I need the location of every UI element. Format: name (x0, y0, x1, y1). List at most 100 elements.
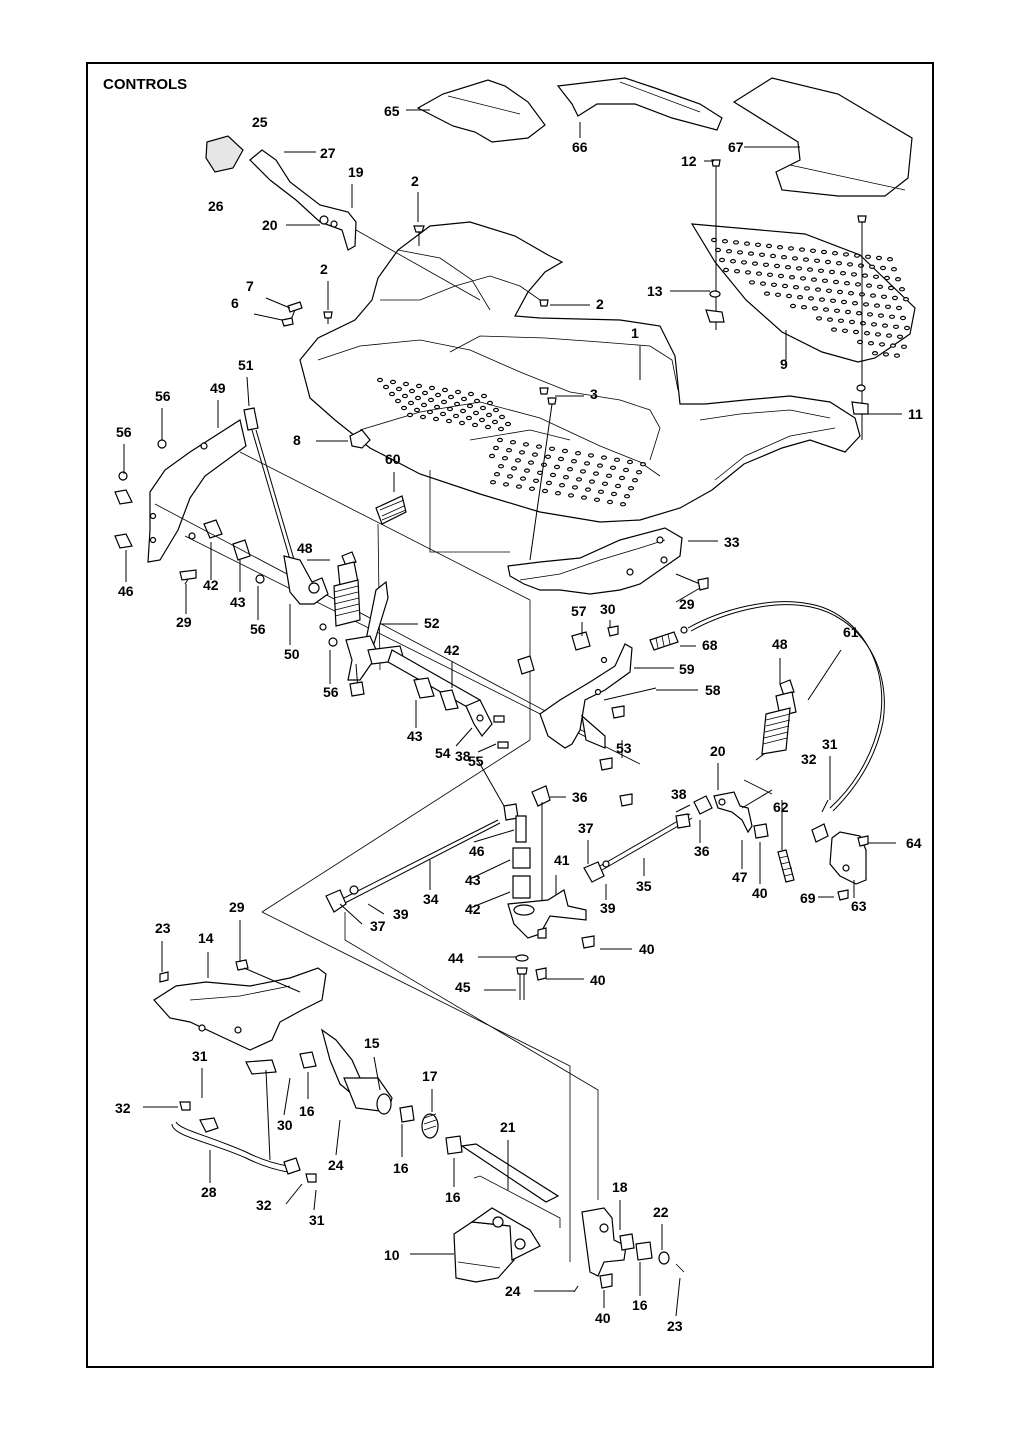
shock-48-right (755, 679, 797, 761)
perforation-hole (896, 334, 903, 339)
perforation-hole (900, 344, 907, 349)
perforation-hole (440, 411, 447, 417)
leader-line (807, 649, 842, 701)
perforation-hole (408, 400, 415, 406)
diagram-title: CONTROLS (103, 76, 188, 93)
perforation-hole (763, 291, 770, 296)
part-label-56d: 56 (323, 684, 339, 700)
leader-line (469, 859, 511, 880)
perforation-hole (892, 324, 899, 329)
perforation-hole (766, 272, 773, 277)
perforation-hole (396, 386, 403, 392)
perforation-hole (755, 271, 762, 276)
perforation-hole (870, 322, 877, 327)
perforation-hole (579, 469, 586, 474)
perforation-hole (862, 302, 869, 307)
perforation-hole (800, 305, 807, 310)
part-label-39a: 39 (393, 906, 409, 922)
perforation-hole (765, 243, 772, 249)
perforation-hole (837, 318, 844, 323)
perforation-hole (811, 306, 818, 311)
perforation-hole (878, 342, 885, 347)
perforation-hole (575, 477, 582, 482)
perforation-hole (474, 398, 481, 404)
perforation-hole (428, 397, 435, 403)
perforation-hole (414, 407, 421, 413)
perforation-hole (825, 288, 832, 293)
part-label-55: 55 (468, 753, 484, 769)
perforation-hole (784, 265, 791, 270)
perforation-hole (835, 261, 842, 266)
perforation-hole (883, 275, 890, 281)
perforation-hole (747, 251, 754, 256)
perforation-hole (748, 280, 755, 285)
perforation-hole (561, 448, 568, 454)
perforation-hole (777, 273, 784, 279)
perforation-hole (415, 395, 422, 401)
part-label-43c: 43 (465, 872, 481, 888)
perforation-hole (609, 465, 616, 470)
perforation-hole (891, 295, 898, 301)
perforation-hole (466, 415, 473, 421)
perforation-hole (601, 481, 608, 486)
part-label-36a: 36 (572, 789, 588, 805)
perforation-hole (596, 463, 603, 468)
perforation-hole (833, 308, 840, 313)
part-label-38a: 38 (455, 748, 471, 764)
perforation-hole (493, 407, 500, 413)
pedal-pad-26 (205, 135, 244, 173)
perforation-hole (498, 426, 505, 432)
perforation-hole (600, 455, 607, 460)
bracket-33 (429, 470, 709, 595)
perforation-hole (566, 467, 573, 472)
part-label-57: 57 (571, 603, 587, 619)
perforation-hole (467, 403, 474, 409)
leader-line (455, 727, 473, 747)
perforation-hole (442, 387, 449, 393)
perforation-hole (872, 274, 879, 279)
perforation-hole (468, 391, 475, 397)
perforation-hole (822, 307, 829, 312)
perforation-hole (798, 247, 805, 252)
perforation-hole (631, 478, 638, 483)
perforation-hole (605, 473, 612, 478)
perforation-hole (740, 260, 747, 265)
leader-line (373, 1056, 381, 1091)
part-label-33: 33 (724, 534, 740, 550)
clip-8 (349, 429, 371, 449)
perforation-hole (618, 475, 625, 481)
part-label-39b: 39 (600, 900, 616, 916)
pedal-arm-19 (249, 149, 481, 301)
perforation-hole (460, 408, 467, 414)
perforation-hole (791, 256, 798, 261)
perforation-hole (893, 353, 900, 358)
perforation-hole (875, 255, 882, 261)
part-label-63: 63 (851, 898, 867, 914)
leader-line (475, 756, 505, 807)
perforation-hole (759, 281, 766, 286)
part-label-43a: 43 (230, 594, 246, 610)
perforation-hole (865, 283, 872, 288)
part-label-48a: 48 (297, 540, 313, 556)
part-label-23b: 23 (667, 1318, 683, 1334)
perforation-hole (785, 293, 792, 299)
floor-mat-65 (416, 79, 546, 143)
perforation-hole (506, 448, 513, 453)
perforation-hole (514, 458, 521, 463)
perforation-hole (886, 257, 893, 262)
spring-17 (399, 1105, 463, 1155)
part-label-25: 25 (252, 114, 268, 130)
leader-line (246, 376, 250, 407)
perforation-hole (844, 309, 851, 315)
perforation-hole (499, 414, 506, 420)
perforation-hole (567, 493, 574, 498)
perforation-hole (522, 442, 529, 447)
part-label-32c: 32 (256, 1197, 272, 1213)
perforation-hole (852, 329, 859, 335)
perforation-hole (758, 252, 765, 257)
part-label-38b: 38 (671, 786, 687, 802)
perforation-hole (441, 399, 448, 405)
perforation-hole (810, 277, 817, 282)
